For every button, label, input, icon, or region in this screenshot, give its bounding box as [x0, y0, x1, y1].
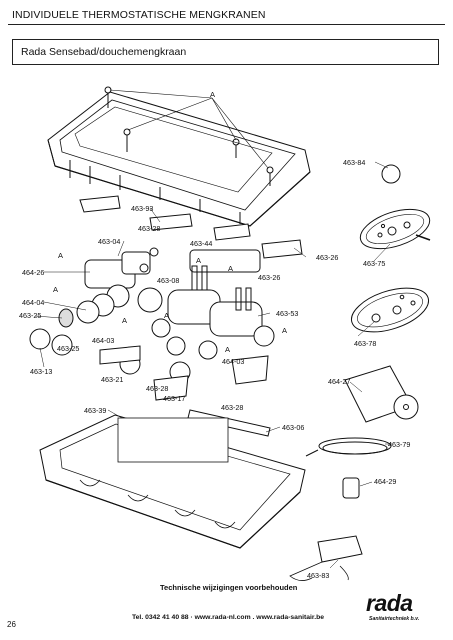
callout-a-4: A: [196, 256, 201, 265]
callout-a-top: A: [210, 90, 215, 99]
callout-464-04: 464-04: [22, 298, 44, 307]
callout-463-44: 463-44: [190, 239, 212, 248]
callout-a-2: A: [53, 285, 58, 294]
callout-a-7: A: [225, 345, 230, 354]
section-title-box: Rada Sensebad/douchemengkraan: [12, 39, 439, 65]
callout-a-6: A: [282, 326, 287, 335]
callout-463-04: 463-04: [98, 237, 120, 246]
callout-463-84: 463-84: [343, 158, 365, 167]
callout-464-03: 464-03: [222, 357, 244, 366]
contact-line: Tel. 0342 41 40 88 · www.rada-nl.com . w…: [132, 614, 325, 621]
gasket-part: [187, 409, 271, 437]
cable-part: [305, 437, 392, 457]
rada-logo: rada Sanitairtechniek b.v.: [366, 590, 432, 626]
callout-463-78: 463-78: [354, 339, 376, 348]
callout-463-53: 463-53: [276, 309, 298, 318]
callout-463-28b: 463-28: [146, 384, 168, 393]
power-supply-part: [289, 535, 363, 581]
callout-463-21: 463-21: [101, 375, 123, 384]
valve-assembly-part: [29, 247, 275, 401]
callout-463-93: 463-93: [131, 204, 153, 213]
logo-wordmark: rada: [366, 590, 413, 616]
callout-a-8: A: [164, 311, 169, 320]
callout-463-13: 463-13: [30, 367, 52, 376]
page-number: 26: [7, 620, 16, 629]
callout-464-03x: 464-03: [92, 336, 114, 345]
callout-464-27: 464-27: [328, 377, 350, 386]
base-tray-part: [39, 414, 306, 549]
callout-463-39: 463-39: [84, 406, 106, 415]
callout-463-28c: 463-28: [221, 403, 243, 412]
callout-463-83: 463-83: [307, 571, 329, 580]
callout-463-75: 463-75: [363, 259, 385, 268]
callout-463-26b: 463-26: [258, 273, 280, 282]
control-panel-front-part: [351, 287, 429, 333]
cap-part: [381, 164, 401, 184]
callout-a-1: A: [58, 251, 63, 260]
callout-463-25: 463-25: [19, 311, 41, 320]
callout-463-08: 463-08: [157, 276, 179, 285]
callout-463-17: 463-17: [163, 394, 185, 403]
callout-463-79: 463-79: [388, 440, 410, 449]
logo-subtitle: Sanitairtechniek b.v.: [369, 616, 420, 622]
callout-464-29: 464-29: [374, 477, 396, 486]
callout-463-28: 463-28: [138, 224, 160, 233]
header-divider: [8, 24, 445, 25]
disclaimer-note: Technische wijzigingen voorbehouden: [160, 583, 298, 592]
callout-463-25b: 463-25: [57, 344, 79, 353]
page-header-title: INDIVIDUELE THERMOSTATISCHE MENGKRANEN: [12, 9, 266, 21]
callout-463-26: 463-26: [316, 253, 338, 262]
retaining-clips-part: [79, 195, 303, 259]
callout-a-3: A: [122, 316, 127, 325]
sensor-part: [342, 477, 360, 499]
callout-464-26: 464-26: [22, 268, 44, 277]
top-cover-part: [47, 86, 311, 227]
callout-463-06: 463-06: [282, 423, 304, 432]
control-panel-part: [359, 208, 431, 250]
section-title: Rada Sensebad/douchemengkraan: [21, 46, 187, 58]
callout-a-5: A: [228, 264, 233, 273]
manual-cd-part: [344, 365, 419, 423]
